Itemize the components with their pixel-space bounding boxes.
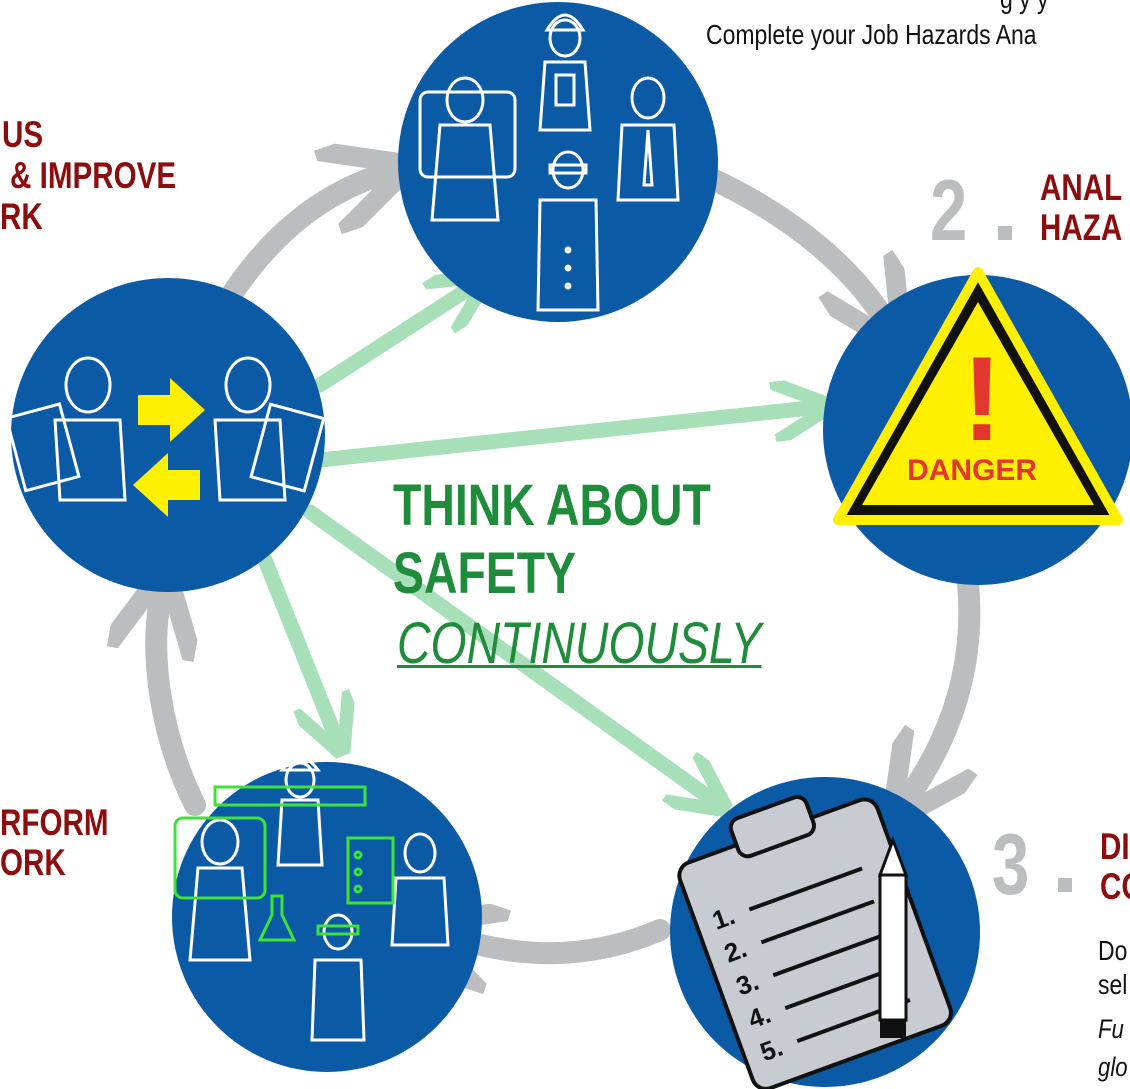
- think-arrow-to-top: [312, 288, 470, 393]
- step2-dot: [998, 226, 1012, 240]
- cycle-arrow-4-to-1: [156, 600, 206, 816]
- beam-icon: [213, 785, 367, 807]
- step3-label-line2: CO: [1100, 866, 1130, 907]
- step2-number: 2: [930, 163, 968, 259]
- center-title-line1: THINK ABOUT: [393, 473, 711, 538]
- circle-checklist: 1. 2. 3. 4. 5.: [670, 777, 980, 1089]
- step2-label-line2: HAZA: [1040, 207, 1123, 248]
- step4-label-line1: RFORM: [0, 802, 109, 843]
- cycle-arrow-2-to-3: [910, 572, 981, 795]
- circle-people: [398, 2, 718, 322]
- danger-text: DANGER: [907, 454, 1037, 487]
- cycle-arrow-top-to-2: [699, 167, 885, 320]
- step3-label-line1: DI: [1100, 826, 1130, 867]
- circle-perform: [172, 756, 482, 1072]
- step1-label-line1: US: [2, 114, 44, 155]
- center-title-line3: CONTINUOUSLY: [397, 611, 762, 676]
- step2-label-line1: ANAL: [1040, 167, 1123, 208]
- circle-danger: ! DANGER: [823, 267, 1130, 585]
- think-arrows: [257, 288, 810, 798]
- step4-label-line2: ORK: [0, 842, 66, 883]
- think-arrow-to-4: [257, 552, 335, 735]
- step3-italic-line1: Fu: [1098, 1014, 1124, 1044]
- step3-number: 3: [992, 817, 1030, 913]
- pencil-icon: [877, 835, 909, 1038]
- step1-label-line2: & IMPROVE: [10, 155, 177, 196]
- intro-text-line1: g y y: [1000, 0, 1048, 14]
- step3-text-line2: sel: [1098, 969, 1128, 1000]
- center-title-line2: SAFETY: [393, 541, 577, 606]
- step3-text-line1: Do: [1098, 935, 1128, 966]
- warning-exclamation: !: [962, 332, 1002, 466]
- flask-icon: [257, 894, 297, 942]
- cycle-arrow-1-to-top: [217, 175, 380, 311]
- step1-label-line3: RK: [0, 196, 43, 237]
- intro-text-line2: Complete your Job Hazards Ana: [706, 19, 1037, 50]
- step3-italic-line2: glo: [1098, 1052, 1128, 1082]
- think-arrow-to-3: [302, 504, 710, 798]
- circle-communicate: [4, 278, 326, 592]
- step3-dot: [1058, 878, 1072, 892]
- think-arrow-to-2: [312, 408, 810, 468]
